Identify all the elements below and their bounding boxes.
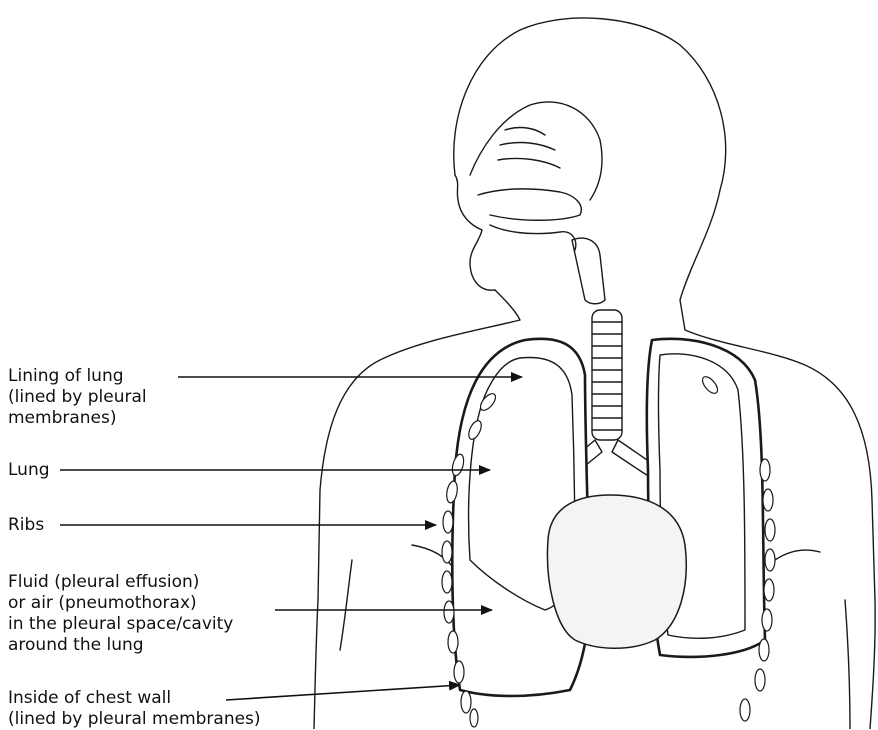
label-line: (lined by pleural membranes) xyxy=(8,709,261,730)
label-line: around the lung xyxy=(8,635,233,656)
label-line: or air (pneumothorax) xyxy=(8,593,233,614)
label-line: membranes) xyxy=(8,408,147,429)
trachea xyxy=(592,310,622,440)
nasal-cavity xyxy=(470,102,602,200)
pointer-chestwall xyxy=(226,685,460,700)
label-line: Lung xyxy=(8,460,50,481)
label-chest-wall: Inside of chest wall (lined by pleural m… xyxy=(8,688,261,730)
label-lung: Lung xyxy=(8,460,50,481)
oral-cavity xyxy=(478,189,581,220)
label-line: (lined by pleural xyxy=(8,387,147,408)
label-lining-of-lung: Lining of lung (lined by pleural membran… xyxy=(8,366,147,429)
right-arm-line xyxy=(845,600,850,729)
nasal-turbinates xyxy=(498,128,560,168)
left-arm-line xyxy=(340,560,352,650)
heart xyxy=(547,495,686,648)
label-line: Fluid (pleural effusion) xyxy=(8,572,233,593)
label-line: in the pleural space/cavity xyxy=(8,614,233,635)
label-fluid: Fluid (pleural effusion) or air (pneumot… xyxy=(8,572,233,656)
larynx xyxy=(572,238,605,304)
right-armpit xyxy=(775,550,820,560)
label-ribs: Ribs xyxy=(8,515,44,536)
label-line: Ribs xyxy=(8,515,44,536)
label-line: Lining of lung xyxy=(8,366,147,387)
label-line: Inside of chest wall xyxy=(8,688,261,709)
tongue xyxy=(490,225,576,250)
